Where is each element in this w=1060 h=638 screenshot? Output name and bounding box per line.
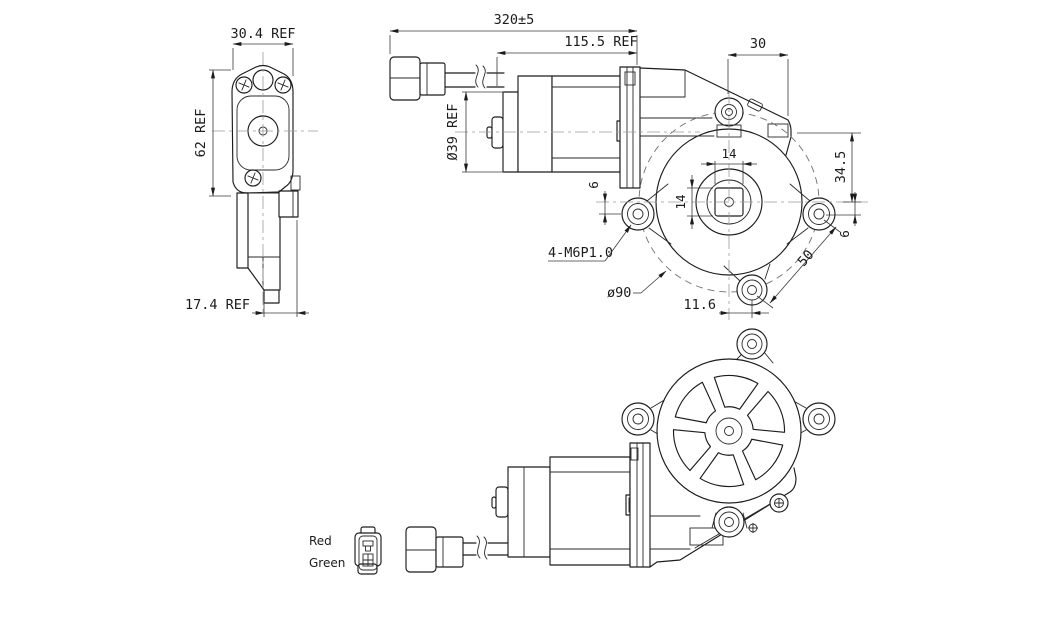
dim-axis-offset: 34.5 (797, 132, 861, 203)
dim-label-gearbox: 115.5 REF (564, 34, 637, 50)
dim-square-width: 14 (701, 146, 757, 184)
dim-label-overall: 320±5 (494, 12, 535, 28)
connector-side (389, 56, 446, 101)
dim-gearbox-length: 115.5 REF (496, 34, 638, 86)
rear-view (405, 328, 836, 573)
side-view: 320±5 115.5 REF 30 Ø39 REF 14 (389, 12, 868, 320)
dim-label-bolt-spacing: 50 (795, 247, 818, 270)
dim-label-ear-edge: 30 (750, 36, 766, 52)
dim-label-width: 30.4 REF (230, 26, 295, 42)
dim-width: 30.4 REF (230, 26, 296, 76)
dim-height: 62 REF (193, 69, 231, 197)
mounting-plate (619, 66, 641, 189)
mount-ear-right-rear (802, 402, 836, 436)
cable (444, 64, 505, 89)
wire-label-red: Red (309, 534, 332, 548)
screw-icon (235, 76, 253, 94)
end-view-bracket (236, 190, 299, 304)
dim-label-drop-right: 6 (837, 230, 852, 238)
gear-housing-rear (621, 328, 836, 568)
cable-rear (462, 535, 510, 560)
dim-motor-diameter: Ø39 REF (445, 91, 504, 173)
mount-bolt-bottom-rear (711, 506, 748, 538)
screw-icon (274, 76, 292, 94)
screw-boss (769, 493, 789, 513)
motor-body-rear (491, 456, 641, 566)
dim-label-square-w: 14 (721, 146, 736, 161)
wire-label-green: Green (309, 556, 345, 570)
dim-label-lower-offset: 11.6 (683, 297, 716, 313)
dim-overall-length: 320±5 (389, 12, 638, 65)
dim-label-drop-left: 6 (586, 181, 601, 189)
dim-lower-ear-offset: 11.6 (683, 297, 769, 318)
connector-detail: Red Green (309, 526, 382, 575)
end-view: 30.4 REF 62 REF 17.4 REF (185, 26, 318, 317)
dim-ear-drop-left: 6 (586, 181, 621, 225)
motor-body (486, 75, 634, 173)
dim-foot: 17.4 REF (185, 220, 309, 317)
dim-ear-drop-right: 6 (826, 192, 861, 238)
datum-mark-icon (748, 523, 758, 533)
screw-icon (244, 169, 262, 187)
mount-ear-top-rear (736, 328, 768, 360)
terminal-green (362, 553, 374, 567)
dim-label-axis-offset: 34.5 (833, 151, 849, 184)
dim-label-motor-dia: Ø39 REF (445, 104, 461, 161)
label-bolt-circle: ø90 (607, 285, 631, 301)
mount-ear-left (621, 183, 672, 245)
connector-side-rear (405, 526, 464, 573)
gear-wheel (656, 358, 802, 504)
terminal-red (362, 540, 374, 552)
dim-square-height: 14 (673, 175, 713, 229)
mount-ear-left-rear (621, 402, 655, 436)
dim-ear-to-edge: 30 (727, 36, 789, 116)
dim-label-foot: 17.4 REF (185, 297, 250, 313)
dim-label-height: 62 REF (193, 109, 209, 158)
mounting-plate-rear (629, 442, 651, 568)
callout-bolt-circle: ø90 (607, 270, 667, 301)
label-mount-thread: 4-M6P1.0 (548, 245, 613, 261)
dim-label-square-h: 14 (673, 194, 688, 209)
gear-housing-front (621, 67, 836, 306)
callout-mount-thread: 4-M6P1.0 (548, 224, 632, 262)
